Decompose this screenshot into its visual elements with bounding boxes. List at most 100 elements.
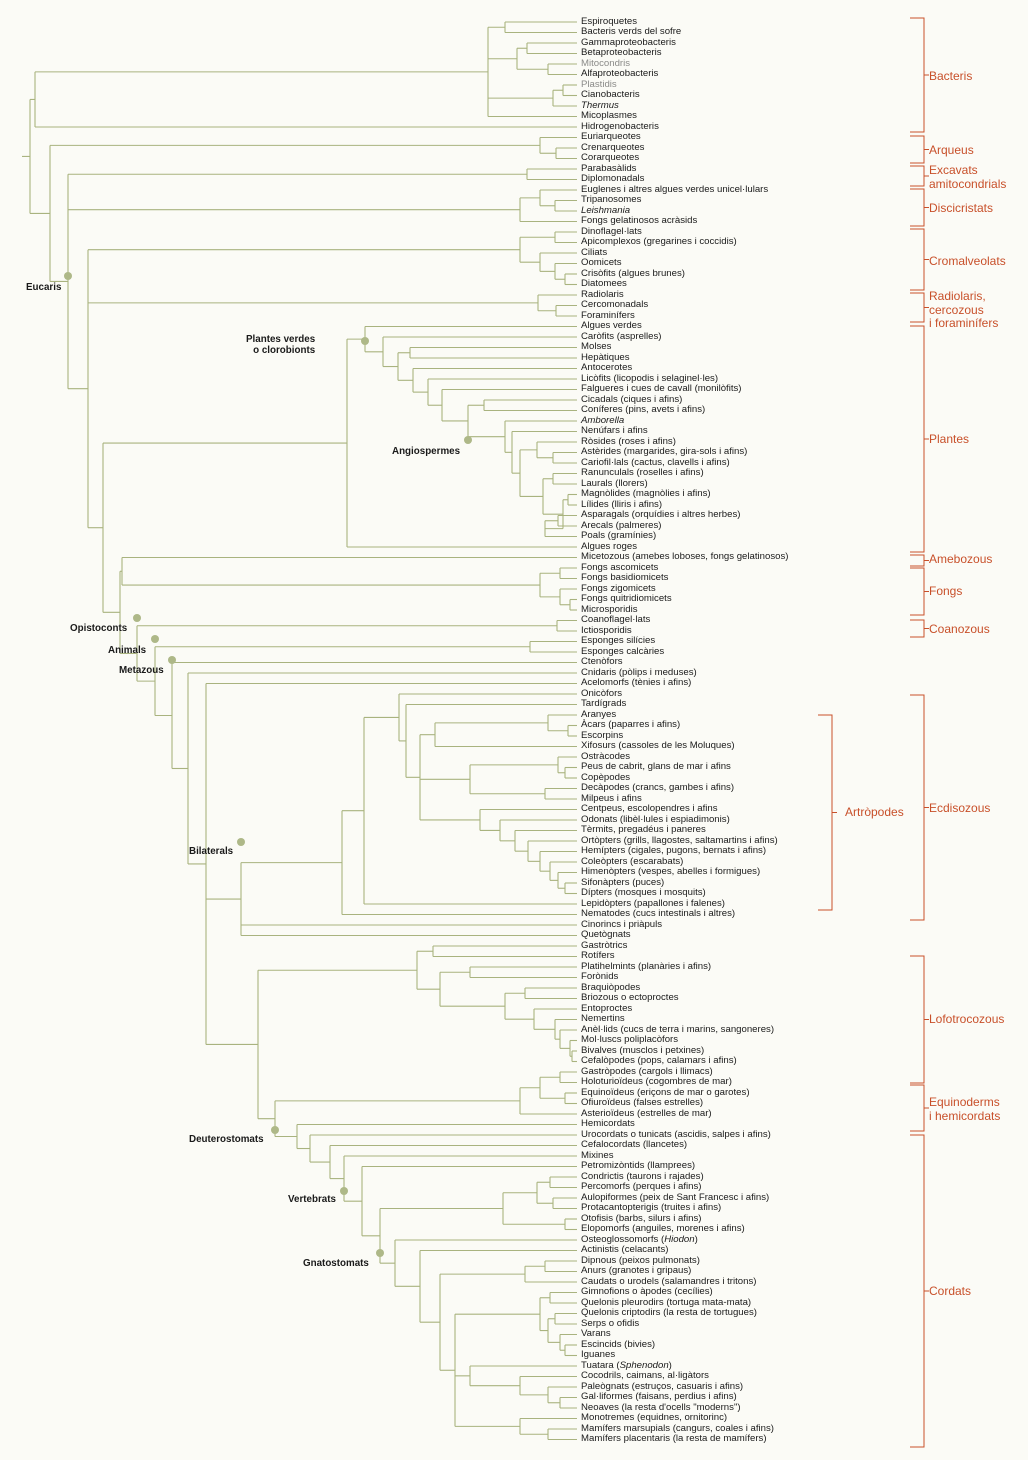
leaf-label: Percomorfs (perques i afins): [581, 1181, 702, 1192]
clade-node-dot: [168, 656, 176, 664]
leaf-label: Gastròtrics: [581, 939, 628, 951]
leaf-label: Leishmania: [581, 204, 631, 216]
clade-node-dot: [464, 436, 472, 444]
leaf-label: Rotífers: [581, 950, 615, 961]
leaf-label: Acelomorfs (tènies i afins): [581, 677, 692, 688]
bracket-artropodes: [818, 714, 837, 911]
leaf-label: Microsporidis: [581, 603, 638, 615]
leaf-label: Cicadals (ciques i afins): [581, 393, 683, 405]
leaf-label: Mamífers placentaris (la resta de mamífe…: [581, 1433, 767, 1444]
leaf-label: Urocordats o tunicats (ascidis, salpes i…: [581, 1128, 771, 1140]
leaf-label: Entoproctes: [581, 1002, 633, 1014]
leaf-label: Escincids (bivies): [581, 1338, 656, 1350]
leaf-label: Micetozous (amebes loboses, fongs gelati…: [581, 551, 789, 562]
leaf-label: Diplomonadals: [581, 173, 645, 184]
bracket-bacteris: [910, 17, 929, 133]
leaf-label: Betaproteobacteris: [581, 47, 662, 58]
node-label-deuterostomats: Deuterostomats: [189, 1134, 264, 1145]
leaf-label: Thermus: [581, 99, 619, 111]
leaf-label: Ostràcodes: [581, 750, 631, 762]
leaf-label: Braquiòpodes: [581, 981, 641, 993]
group-label-excavats: Excavats amitocondrials: [929, 163, 1007, 191]
leaf-label: Oomicets: [581, 257, 622, 268]
leaf-label: Neoaves (la resta d'ocells "moderns"): [581, 1401, 741, 1413]
leaf-label: Cinorincs i priàpuls: [581, 918, 663, 930]
leaf-label: Escorpins: [581, 729, 624, 741]
node-label-angiospermes: Angiospermes: [392, 446, 461, 457]
leaf-label: Antocerotes: [581, 362, 633, 373]
leaf-label: Cocodrils, caimans, al·ligàtors: [581, 1370, 709, 1381]
leaf-label: Quelonis pleurodirs (tortuga mata-mata): [581, 1296, 752, 1308]
leaf-label: Coanoflagel·lats: [581, 614, 651, 625]
bracket-equinoderms: [910, 1084, 929, 1132]
leaf-label: Iguanes: [581, 1349, 616, 1360]
leaf-label: Cercomonadals: [581, 299, 649, 310]
bracket-plantes: [910, 325, 929, 553]
leaf-label: Sifonàpters (puces): [581, 876, 665, 888]
group-label-cromalveolats: Cromalveolats: [929, 254, 1006, 268]
leaf-label: Hepàtiques: [581, 351, 630, 363]
clade-node-dot: [64, 272, 72, 280]
leaf-label: Asparagals (orquídies i altres herbes): [581, 509, 741, 520]
leaf-label: Gimnofions o àpodes (cecílies): [581, 1286, 713, 1297]
leaf-label: Asterioïdeus (estrelles de mar): [581, 1107, 712, 1119]
leaf-label: Varans: [581, 1328, 611, 1339]
clade-node-dot: [376, 1249, 384, 1257]
leaf-label: Arecals (palmeres): [581, 519, 662, 531]
clade-node-dot: [133, 614, 141, 622]
leaf-label: Caudats o urodels (salamandres i tritons…: [581, 1275, 757, 1287]
leaf-label: Corarqueotes: [581, 152, 640, 163]
leaf-label: Ictiosporidis: [581, 624, 632, 636]
leaf-label: Bivalves (musclos i petxines): [581, 1044, 705, 1056]
bracket-lofotrocozous: [910, 955, 929, 1084]
leaf-label: Condrictis (taurons i rajades): [581, 1170, 704, 1182]
leaf-label: Cefalocordats (llancetes): [581, 1139, 688, 1150]
leaf-label: Bacteris verds del sofre: [581, 26, 682, 37]
bracket-fongs: [910, 567, 929, 616]
leaf-label: Caròfits (asprelles): [581, 330, 662, 342]
leaf-label: Serps o ofidis: [581, 1317, 640, 1329]
node-label-bilaterals: Bilaterals: [189, 846, 234, 857]
leaf-label: Fongs zigomicets: [581, 582, 656, 594]
bracket-coanozous: [910, 619, 929, 638]
leaf-label: Ctenòfors: [581, 656, 623, 667]
leaf-label: Coleòpters (escarabats): [581, 855, 684, 867]
group-label-discicristats: Discicristats: [929, 201, 994, 215]
leaf-label: Astèrides (margarides, gira-sols i afins…: [581, 446, 748, 457]
leaf-label: Hemicordats: [581, 1118, 635, 1129]
group-label-artropodes: Artròpodes: [845, 805, 904, 819]
group-label-coanozous: Coanozous: [929, 622, 990, 636]
leaf-label: Euglenes i altres algues verdes unicel·l…: [581, 183, 769, 195]
bracket-radiolaris: [910, 292, 929, 323]
leaf-label: Tardígrads: [581, 698, 627, 709]
leaf-label: Crisòfits (algues brunes): [581, 267, 685, 279]
leaf-label: Odonats (libèl·lules i espiadimonis): [581, 813, 730, 825]
leaf-label: Hidrogenobacteris: [581, 120, 659, 132]
leaf-label: Alfaproteobacteris: [581, 68, 659, 79]
leaf-label: Tuatara (Sphenodon): [581, 1359, 672, 1371]
leaf-label: Actinistis (celacants): [581, 1244, 669, 1255]
node-label-metazous: Metazous: [119, 665, 164, 676]
clade-node-dot: [271, 1126, 279, 1134]
leaf-label: Laurals (llorers): [581, 477, 648, 489]
node-label-gnatostomats: Gnatostomats: [303, 1258, 369, 1269]
leaf-label: Cefalòpodes (pops, calamars i afins): [581, 1055, 737, 1066]
leaf-label: Mol·luscs poliplacòfors: [581, 1034, 679, 1045]
bracket-discicristats: [910, 188, 929, 227]
leaf-label: Micoplasmes: [581, 110, 637, 121]
leaf-label: Petromizòntids (llamprees): [581, 1160, 696, 1171]
leaf-label: Paleògnats (estruços, casuaris i afins): [581, 1380, 744, 1392]
leaf-label: Amborella: [581, 414, 625, 426]
clade-node-dot: [361, 337, 369, 345]
leaf-label: Àcars (paparres i afins): [581, 719, 681, 730]
leaf-label: Elopomorfs (anguiles, morenes i afins): [581, 1223, 745, 1234]
leaf-label: Osteoglossomorfs (Hiodon): [581, 1233, 698, 1245]
leaf-label: Crenarqueotes: [581, 141, 645, 153]
leaf-label: Tripanosomes: [581, 194, 642, 205]
bracket-ecdisozous: [910, 694, 929, 921]
group-label-cordats: Cordats: [929, 1284, 972, 1298]
leaf-label: Dípters (mosques i mosquits): [581, 887, 706, 898]
leaf-label: Himenòpters (vespes, abelles i formigues…: [581, 866, 761, 877]
leaf-label: Anurs (granotes i gripaus): [581, 1265, 692, 1276]
leaf-label: Coníferes (pins, avets i afins): [581, 404, 706, 415]
